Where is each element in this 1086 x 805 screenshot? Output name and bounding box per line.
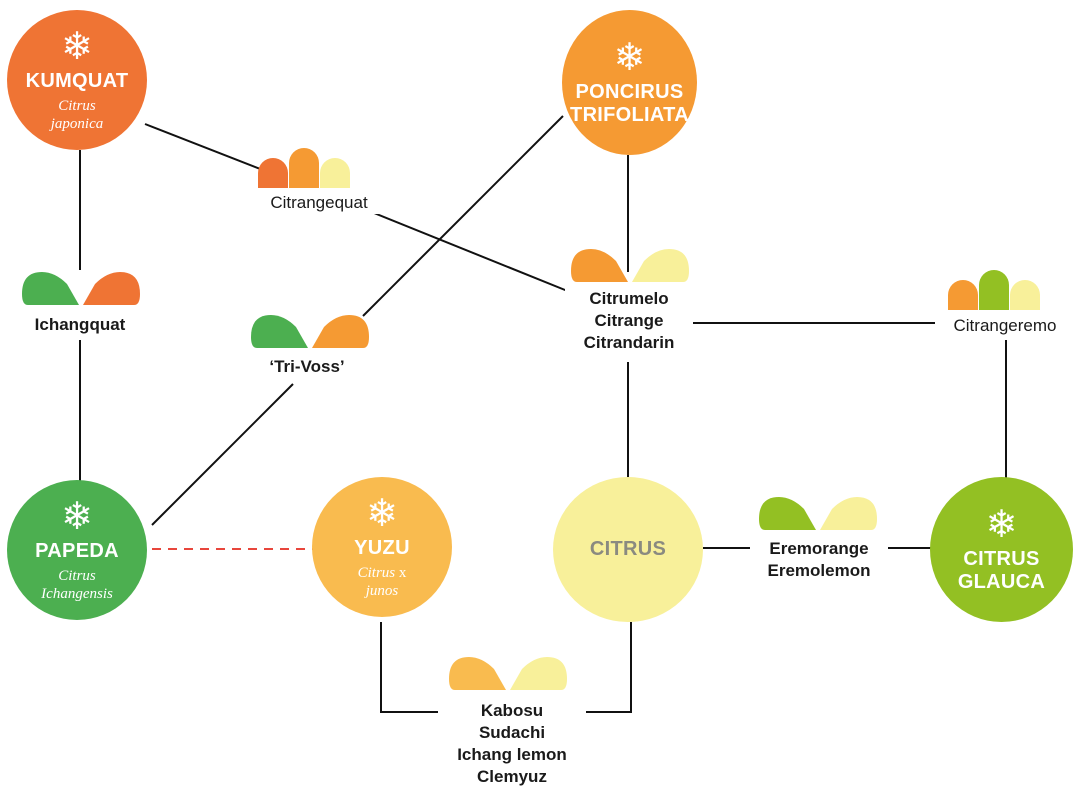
node-yuzu-name: YUZU	[354, 536, 410, 559]
node-poncirus-name: PONCIRUS TRIFOLIATA	[570, 80, 689, 126]
petal-poncirus	[289, 148, 319, 188]
node-papeda-scientific-name: Citrus Ichangensis	[41, 567, 113, 602]
petal-kumquat	[83, 272, 140, 305]
petal-papeda	[22, 272, 79, 305]
node-poncirus: ❄ PONCIRUS TRIFOLIATA	[562, 10, 697, 155]
ichangquat-petals	[22, 270, 140, 306]
petal-citrus	[1010, 280, 1040, 310]
citrangeremo-petals	[948, 270, 1042, 310]
hybrid-label-citrumelo-group: Citrumelo Citrange Citrandarin	[565, 288, 693, 354]
eremorange-petals	[759, 495, 877, 531]
kabosu-petals	[449, 655, 567, 691]
petal-citrus	[632, 249, 689, 282]
citrangequat-petals	[258, 148, 352, 188]
node-citrus-name: CITRUS	[589, 538, 667, 560]
snowflake-icon: ❄	[366, 492, 398, 535]
node-kumquat-scientific-name: Citrus japonica	[50, 97, 104, 132]
node-glauca-name: CITRUS GLAUCA	[957, 547, 1046, 593]
hybrid-label-citrangeremo: Citrangeremo	[936, 315, 1074, 337]
hybrid-label-ichangquat: Ichangquat	[16, 314, 144, 336]
petal-papeda	[251, 315, 308, 348]
petal-poncirus	[948, 280, 978, 310]
petal-citrus	[820, 497, 877, 530]
snowflake-icon: ❄	[61, 495, 93, 538]
petal-citrus	[320, 158, 350, 188]
petal-yuzu	[449, 657, 506, 690]
node-kumquat-name: KUMQUAT	[25, 69, 129, 92]
node-papeda: ❄ PAPEDA Citrus Ichangensis	[7, 480, 147, 620]
petal-glauca	[759, 497, 816, 530]
snowflake-icon: ❄	[61, 25, 93, 68]
node-papeda-name: PAPEDA	[35, 539, 119, 562]
link-citrangequat-citrumelo	[373, 212, 571, 293]
node-citrus: CITRUS	[553, 477, 703, 622]
hybrid-label-eremorange-group: Eremorange Eremolemon	[750, 538, 888, 582]
hybrid-label-kabosu-group: Kabosu Sudachi Ichang lemon Clemyuz	[438, 700, 586, 788]
petal-kumquat	[258, 158, 288, 188]
petal-citrus	[510, 657, 567, 690]
petal-poncirus	[571, 249, 628, 282]
tri-voss-petals	[251, 313, 369, 349]
citrumelo-petals	[571, 247, 689, 283]
link-papeda-tri-voss	[151, 383, 294, 526]
hybrid-label-tri-voss: ‘Tri-Voss’	[248, 356, 366, 378]
node-glauca: ❄ CITRUS GLAUCA	[930, 477, 1073, 622]
snowflake-icon: ❄	[613, 36, 646, 79]
link-tri-voss-poncirus	[362, 115, 564, 317]
petal-glauca	[979, 270, 1009, 310]
node-kumquat: ❄ KUMQUAT Citrus japonica	[7, 10, 147, 150]
link-yuzu-kabosu	[380, 622, 446, 713]
snowflake-icon: ❄	[985, 503, 1018, 546]
link-kumquat-citrangequat	[144, 123, 269, 173]
hybrid-label-citrangequat: Citrangequat	[250, 192, 388, 214]
petal-poncirus	[312, 315, 369, 348]
